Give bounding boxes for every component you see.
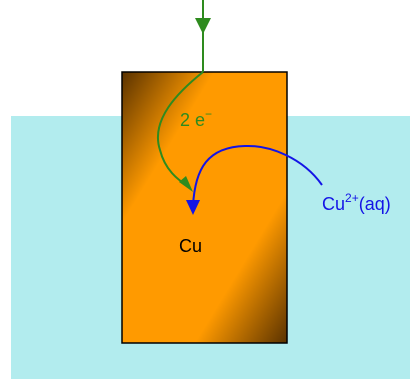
electron-label-charge: − bbox=[205, 107, 212, 121]
electrode-label: Cu bbox=[179, 236, 202, 256]
ion-path bbox=[186, 144, 323, 215]
electron-label: 2 e− bbox=[180, 107, 212, 130]
ion-label-charge: 2+ bbox=[345, 191, 359, 205]
electron-path bbox=[157, 0, 211, 192]
copper-electrode bbox=[121, 71, 288, 344]
electron-curve-arrowhead bbox=[179, 176, 193, 192]
ion-label-state: (aq) bbox=[359, 194, 391, 214]
ion-label-base: Cu bbox=[322, 194, 345, 214]
electron-wire-arrowhead bbox=[195, 18, 211, 34]
electron-label-text: 2 e bbox=[180, 110, 205, 130]
electron-curve bbox=[157, 71, 204, 187]
ion-curve bbox=[192, 144, 323, 207]
ion-curve-arrowhead bbox=[186, 200, 200, 215]
ion-label: Cu2+(aq) bbox=[322, 191, 391, 214]
